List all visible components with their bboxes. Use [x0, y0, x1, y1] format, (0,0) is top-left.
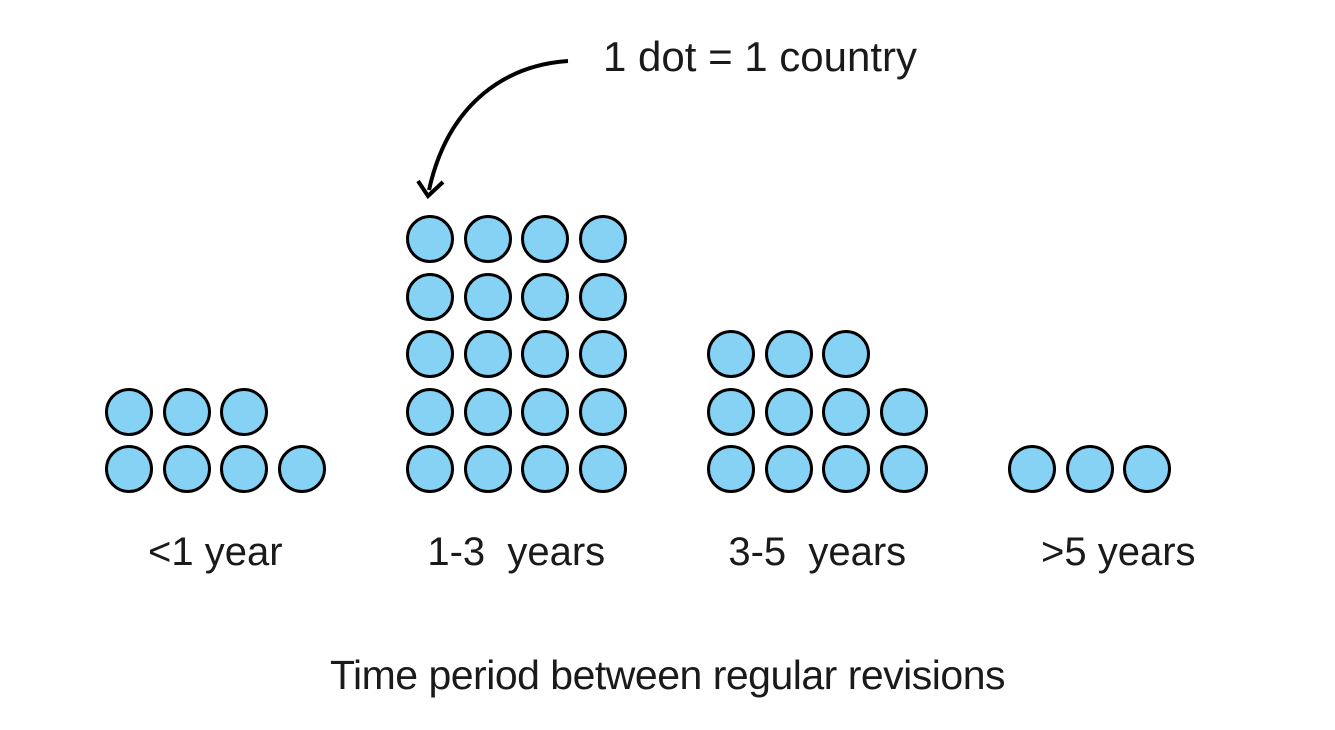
dot [578, 215, 627, 263]
dot [578, 445, 627, 493]
dot [764, 330, 813, 378]
dot [162, 445, 211, 493]
curved-arrow-icon [416, 59, 569, 200]
dot [105, 387, 153, 436]
dot [521, 272, 569, 321]
dot [822, 445, 870, 493]
dot [521, 215, 569, 263]
dot [578, 272, 627, 321]
dot [105, 445, 153, 493]
dot [406, 330, 454, 378]
dot [578, 330, 627, 378]
dot [463, 272, 512, 321]
dot [277, 445, 326, 493]
dot [463, 445, 512, 493]
dot [764, 387, 813, 436]
dot [521, 387, 569, 436]
dot [1065, 445, 1114, 493]
dot [463, 215, 512, 263]
dot [578, 387, 627, 436]
category-label: 1-3 years [427, 530, 606, 574]
dot [406, 445, 454, 493]
dot [463, 330, 512, 378]
category-label: <1 year [147, 530, 283, 574]
dot [406, 272, 454, 321]
dot [521, 445, 569, 493]
dot [406, 387, 454, 436]
dot [220, 387, 268, 436]
legend-annotation: 1 dot = 1 country [603, 33, 918, 80]
dot [707, 445, 755, 493]
category-label: 3-5 years [728, 530, 907, 574]
dot [463, 387, 512, 436]
dot [822, 330, 870, 378]
dot [521, 330, 569, 378]
dot [1123, 445, 1171, 493]
dot [162, 387, 211, 436]
dot [1008, 445, 1056, 493]
dot [707, 387, 755, 436]
dot [879, 445, 928, 493]
chart-title: Time period between regular revisions [329, 652, 1006, 698]
dot [879, 387, 928, 436]
dot [764, 445, 813, 493]
dot [220, 445, 268, 493]
category-label: >5 years [1040, 530, 1196, 574]
dot [822, 387, 870, 436]
dot [406, 215, 454, 263]
dot [707, 330, 755, 378]
